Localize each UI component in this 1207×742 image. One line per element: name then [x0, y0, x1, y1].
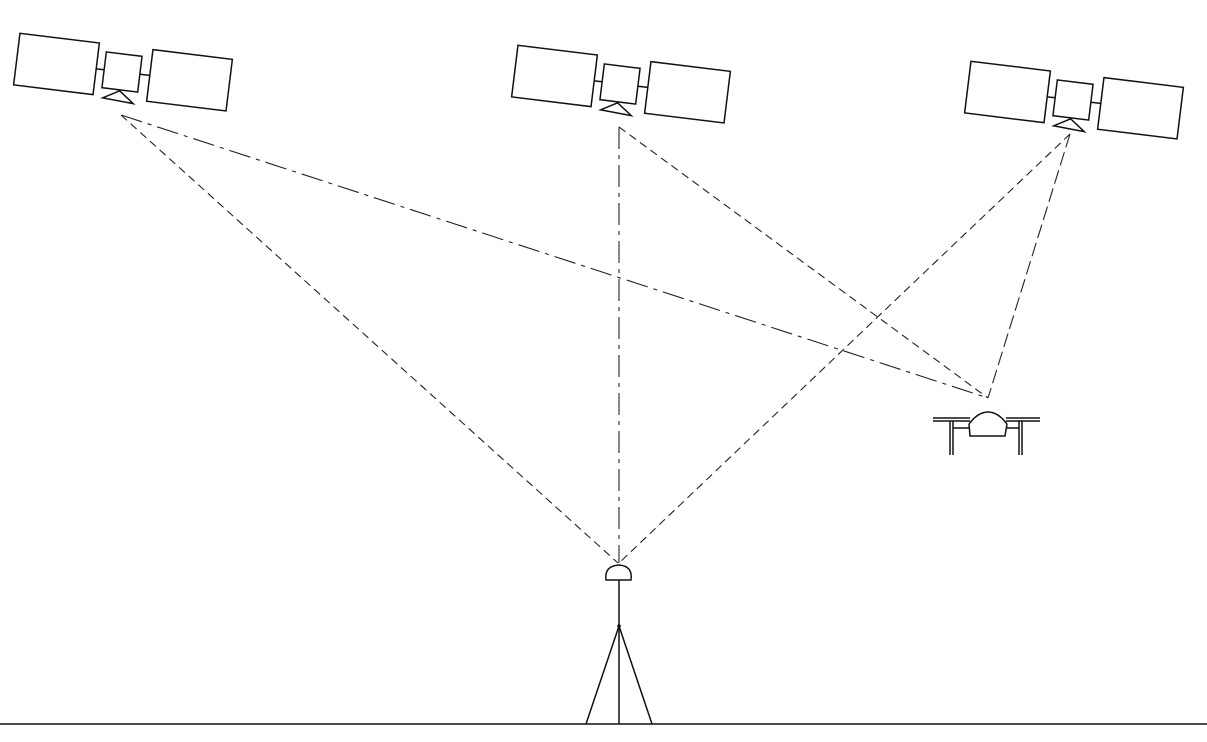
ground-station-tripod — [585, 564, 653, 725]
signal-line — [618, 126, 989, 399]
signal-line — [618, 133, 1071, 564]
signal-line — [987, 133, 1071, 399]
antenna-icon — [605, 564, 632, 581]
signal-line — [120, 114, 989, 399]
satellite-right — [963, 60, 1185, 144]
satellite-center — [510, 44, 732, 128]
satellite-left — [12, 32, 234, 116]
signal-line — [120, 114, 619, 564]
signal-lines — [120, 114, 1071, 564]
drone — [933, 411, 1040, 455]
